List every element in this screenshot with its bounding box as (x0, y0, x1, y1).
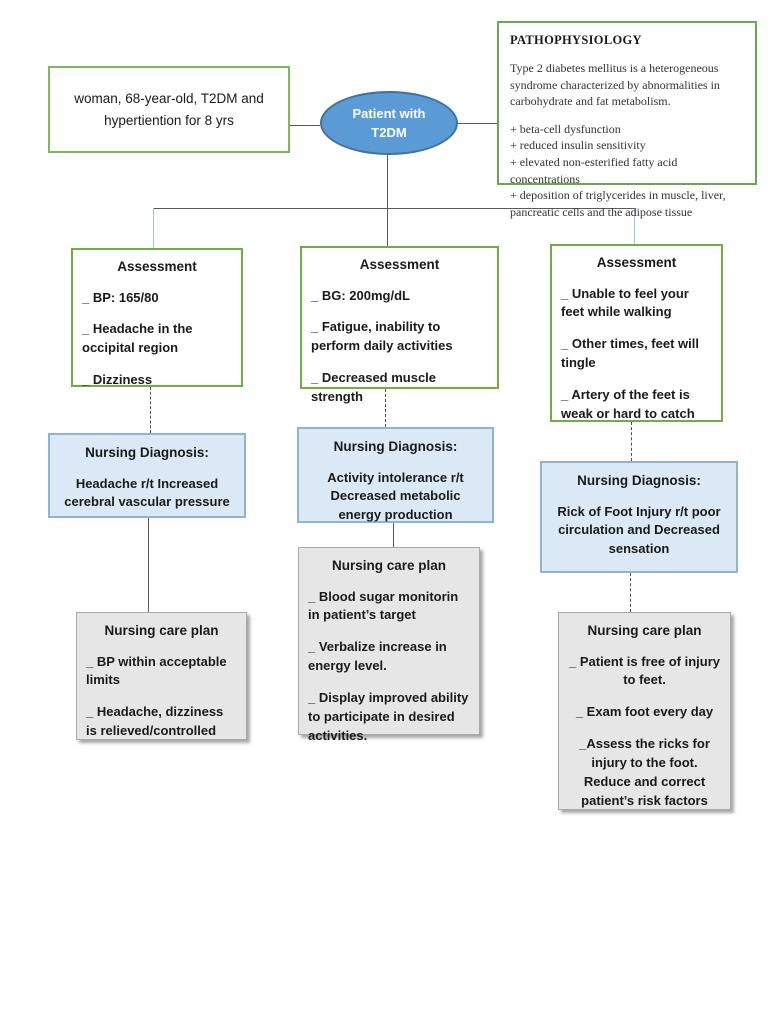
connector-case-to-node (290, 125, 320, 126)
assessment-item: _ Unable to feel your feet while walking (561, 285, 689, 320)
connector-node-down (387, 155, 388, 208)
assessment-box-bp: Assessment _ BP: 165/80 _ Headache in th… (71, 248, 243, 387)
pathophysiology-point: + deposition of triglycerides in muscle,… (510, 188, 726, 219)
pathophysiology-point: + reduced insulin sensitivity (510, 138, 646, 153)
connector-assess-diag-right (631, 422, 632, 461)
care-plan-item: _Assess the ricks for injury to the foot… (579, 736, 710, 808)
assessment-item: _ Fatigue, inability to perform daily ac… (311, 319, 453, 354)
root-node-label: Patient with T2DM (352, 105, 426, 141)
root-node-ellipse: Patient with T2DM (320, 91, 458, 155)
pathophysiology-title: PATHOPHYSIOLOGY (510, 33, 642, 47)
care-plan-item: _ Exam foot every day (575, 704, 714, 720)
diagnosis-title: Nursing Diagnosis: (333, 439, 458, 454)
assessment-item: _ Headache in the occipital region (82, 321, 193, 356)
assessment-item: _ Decreased muscle strength (311, 370, 437, 404)
assessment-item: _ Artery of the feet is weak or hard to … (561, 386, 695, 421)
care-plan-title: Nursing care plan (104, 623, 219, 638)
care-plan-item: _ BP within acceptable limits (86, 653, 227, 688)
assessment-title: Assessment (596, 255, 677, 270)
care-plan-title: Nursing care plan (331, 558, 447, 573)
assessment-item: _ Other times, feet will tingle (561, 336, 699, 371)
care-plan-item: _ Display improved ability to participat… (308, 689, 469, 743)
connector-assess-diag-left (150, 387, 151, 433)
care-plan-item: _ Verbalize increase in energy level. (308, 639, 447, 674)
nursing-diagnosis-box-foot-injury: Nursing Diagnosis: Rick of Foot Injury r… (540, 461, 738, 573)
connector-assess-diag-middle (385, 389, 386, 427)
care-plan-item: _ Patient is free of injury to feet. (569, 653, 720, 688)
diagnosis-title: Nursing Diagnosis: (577, 473, 701, 488)
patient-case-box: woman, 68-year-old, T2DM and hypertienti… (48, 66, 290, 153)
connector-drop-middle (387, 208, 388, 246)
patient-case-text: woman, 68-year-old, T2DM and hypertienti… (74, 90, 264, 128)
care-plan-item: _ Blood sugar monitorin in patient’s tar… (308, 588, 459, 623)
connector-drop-left (153, 208, 154, 248)
diagnosis-text: Rick of Foot Injury r/t poor circulation… (557, 503, 721, 557)
pathophysiology-point: + elevated non-esterified fatty acid con… (510, 154, 678, 186)
assessment-item: _ Dizziness (82, 372, 153, 388)
connector-diag-care-right (630, 573, 631, 612)
care-plan-title: Nursing care plan (587, 623, 702, 638)
connector-diag-care-left (148, 518, 149, 612)
connector-horizontal-bar (153, 208, 635, 209)
assessment-item: _ BP: 165/80 (82, 289, 159, 305)
diagnosis-text: Headache r/t Increased cerebral vascular… (64, 475, 230, 510)
assessment-box-feet: Assessment _ Unable to feel your feet wh… (550, 244, 723, 422)
nursing-diagnosis-box-activity: Nursing Diagnosis: Activity intolerance … (297, 427, 494, 523)
diagnosis-text: Activity intolerance r/t Decreased metab… (327, 469, 464, 523)
pathophysiology-intro: Type 2 diabetes mellitus is a heterogene… (510, 61, 720, 109)
nursing-diagnosis-box-headache: Nursing Diagnosis: Headache r/t Increase… (48, 433, 246, 518)
connector-drop-right (634, 208, 635, 244)
connector-node-to-patho (458, 123, 497, 124)
care-plan-box-foot: Nursing care plan _ Patient is free of i… (558, 612, 731, 810)
diagnosis-title: Nursing Diagnosis: (85, 445, 209, 460)
assessment-title: Assessment (359, 257, 440, 272)
care-plan-box-bp: Nursing care plan _ BP within acceptable… (76, 612, 247, 740)
connector-diag-care-middle (393, 523, 394, 547)
pathophysiology-box: PATHOPHYSIOLOGY Type 2 diabetes mellitus… (497, 21, 757, 219)
assessment-title: Assessment (117, 259, 197, 274)
care-plan-item: _ Headache, dizziness is relieved/contro… (86, 704, 224, 739)
assessment-box-bg: Assessment _ BG: 200mg/dL _ Fatigue, ina… (300, 246, 499, 404)
pathophysiology-point: + beta-cell dysfunction (510, 121, 621, 136)
care-plan-box-glucose: Nursing care plan _ Blood sugar monitori… (298, 547, 480, 743)
assessment-item: _ BG: 200mg/dL (311, 287, 410, 303)
